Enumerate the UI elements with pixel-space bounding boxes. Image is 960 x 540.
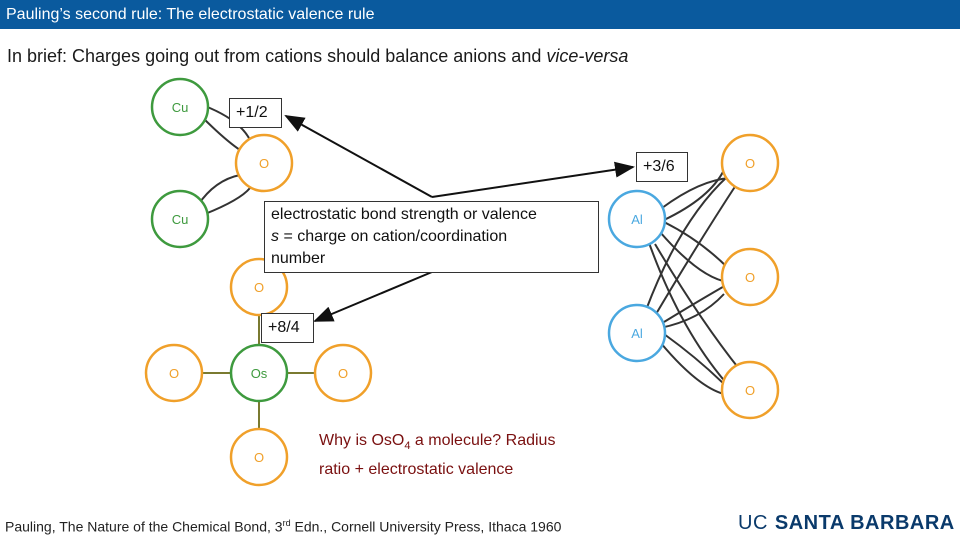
definition-line-1: electrostatic bond strength or valence (271, 206, 537, 223)
atom-label-al-top: Al (631, 212, 643, 227)
atom-o-r3 (720, 360, 780, 420)
citation-superscript: rd (282, 518, 291, 528)
atom-label-cu2: Cu (172, 212, 189, 227)
atom-symbols: Cu Cu O O Os O O O Al Al O O O (169, 100, 755, 465)
atom-o-r2 (720, 247, 780, 307)
arrow-to-three-sixths (431, 161, 635, 198)
bond-alt-o2 (663, 221, 729, 269)
atom-o-bridge (234, 133, 294, 193)
ucsb-logo: UC SANTA BARBARA (738, 512, 955, 535)
atom-label-cu1: Cu (172, 100, 189, 115)
question-subscript: 4 (404, 440, 411, 453)
atom-circles (144, 77, 780, 487)
definition-line-2: s = charge on cation/coordination (271, 226, 598, 248)
bond-cu2-o-b (204, 187, 251, 215)
bond-alb-o3b (659, 341, 729, 396)
bond-alb-o1b (655, 181, 739, 315)
atom-label-os-bottom: O (254, 450, 264, 465)
atom-label-o-r3: O (745, 383, 755, 398)
question-part-1: Why is Os (319, 432, 392, 449)
atom-o-mid (229, 257, 289, 317)
brief-text: In brief: Charges going out from cations… (7, 46, 547, 66)
atom-label-o-r2: O (745, 270, 755, 285)
definition-line-2-text: = charge on cation/coordination (279, 228, 508, 245)
citation-part-1: Pauling, The Nature of the Chemical Bond… (5, 518, 283, 535)
question-line-2: ratio + electrostatic valence (319, 461, 514, 479)
bond-alt-o1 (661, 177, 731, 209)
arrow-to-eight-fourths (313, 271, 433, 322)
logo-uc: UC (738, 512, 768, 534)
atom-label-al-bottom: Al (631, 326, 643, 341)
atom-label-os-right: O (338, 366, 348, 381)
atom-al-bottom (607, 303, 667, 363)
brief-statement: In brief: Charges going out from cations… (7, 46, 628, 67)
atom-os-bottom (229, 427, 289, 487)
arrow-to-half (284, 115, 433, 198)
valence-label-eight-fourths: +8/4 (261, 313, 314, 343)
bond-alt-o1b (663, 169, 725, 221)
question-oxygen: O (391, 432, 405, 449)
question-line-1: Why is OsO4 a molecule? Radius (319, 429, 555, 458)
definition-box: electrostatic bond strength or valence s… (264, 201, 599, 273)
question-part-2: a molecule? Radius (410, 432, 556, 449)
bond-alb-o2b (659, 293, 725, 329)
brief-emphasis: vice-versa (546, 46, 629, 66)
atom-label-o-bridge: O (259, 156, 269, 171)
atom-os (229, 343, 289, 403)
atom-label-os-left: O (169, 366, 179, 381)
definition-symbol-s: s (271, 228, 279, 245)
atom-label-o-r1: O (745, 156, 755, 171)
citation: Pauling, The Nature of the Chemical Bond… (5, 518, 561, 535)
citation-part-2: Edn., Cornell University Press, Ithaca 1… (290, 518, 562, 535)
bond-alb-o1 (645, 175, 729, 311)
slide-title: Pauling’s second rule: The electrostatic… (0, 0, 960, 29)
arrows (284, 115, 635, 322)
atom-al-top (607, 189, 667, 249)
atom-cu2 (150, 189, 210, 249)
question-text: Why is OsO4 a molecule? Radius ratio + e… (319, 429, 555, 481)
atom-os-left (144, 343, 204, 403)
atom-o-r1 (720, 133, 780, 193)
logo-name: SANTA BARBARA (774, 512, 955, 534)
valence-label-half: +1/2 (229, 98, 282, 128)
atom-label-os: Os (251, 366, 268, 381)
atom-label-o-mid: O (254, 280, 264, 295)
valence-label-three-sixths: +3/6 (636, 152, 688, 182)
atom-cu1 (150, 77, 210, 137)
definition-line-3: number (271, 250, 326, 267)
atom-os-right (313, 343, 373, 403)
